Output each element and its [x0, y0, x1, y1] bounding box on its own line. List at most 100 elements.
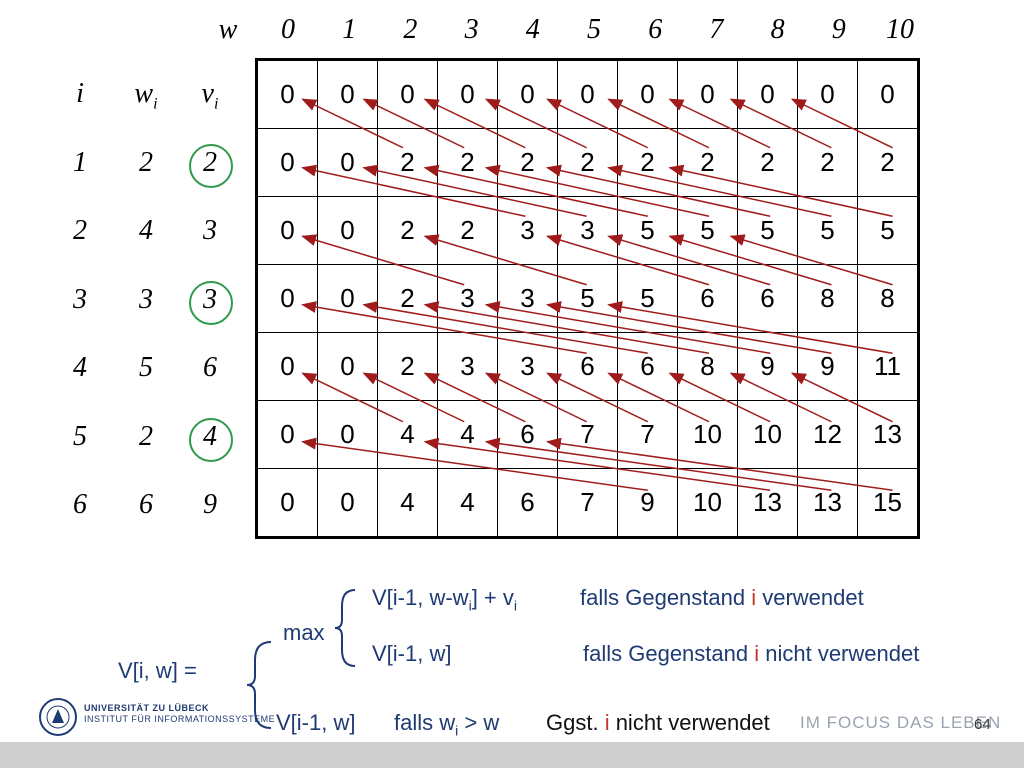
table-cell: 0 — [377, 59, 438, 129]
formula-case2-desc: falls Gegenstand i nicht verwendet — [583, 641, 920, 666]
table-cell: 5 — [557, 264, 618, 333]
table-cell: 6 — [737, 264, 798, 333]
table-cell: 2 — [497, 128, 558, 197]
table-cell: 12 — [797, 400, 858, 469]
table-cell: 0 — [857, 59, 919, 129]
item-v-value: 3 — [203, 215, 217, 246]
table-cell: 0 — [317, 264, 378, 333]
table-cell: 6 — [497, 400, 558, 469]
table-cell: 2 — [377, 264, 438, 333]
table-cell: 2 — [377, 332, 438, 401]
weight-col-header: 10 — [886, 14, 914, 45]
table-cell: 0 — [797, 59, 858, 129]
table-cell: 0 — [256, 59, 318, 129]
item-i-value: 2 — [73, 215, 87, 246]
item-i-value: 6 — [73, 489, 87, 520]
table-cell: 0 — [437, 59, 498, 129]
formula-case2: V[i-1, w] — [372, 641, 452, 666]
table-cell: 4 — [437, 400, 498, 469]
highlight-circle — [189, 417, 233, 462]
item-w-value: 2 — [139, 420, 153, 452]
table-cell: 5 — [617, 264, 678, 333]
table-cell: 0 — [256, 264, 318, 333]
table-cell: 0 — [317, 59, 378, 129]
table-cell: 5 — [677, 196, 738, 265]
table-cell: 0 — [317, 196, 378, 265]
weight-col-header: 0 — [281, 14, 295, 45]
table-cell: 0 — [256, 196, 318, 265]
item-w-value: 6 — [139, 489, 153, 520]
formula-lhs: V[i, w] = — [118, 658, 197, 683]
table-cell: 13 — [737, 468, 798, 538]
weight-col-header: 8 — [770, 14, 785, 45]
w-label: w — [218, 14, 238, 45]
formula-max: max — [283, 620, 325, 645]
table-cell: 0 — [256, 468, 318, 538]
item-i-value: 4 — [73, 352, 87, 383]
vi-header: vi — [201, 78, 219, 113]
table-cell: 2 — [557, 128, 618, 197]
table-cell: 4 — [437, 468, 498, 538]
weight-col-header: 5 — [587, 14, 601, 45]
item-i-value: 3 — [73, 283, 87, 315]
formula-case3-cond: falls wi > w — [394, 710, 500, 739]
item-w-value: 4 — [139, 215, 153, 246]
table-cell: 2 — [377, 128, 438, 197]
table-cell: 6 — [497, 468, 558, 538]
table-cell: 2 — [617, 128, 678, 197]
table-cell: 4 — [377, 468, 438, 538]
item-v-value: 9 — [203, 489, 217, 520]
table-cell: 2 — [677, 128, 738, 197]
footer-bar — [0, 742, 1024, 768]
weight-col-header: 3 — [464, 14, 479, 45]
i-header: i — [76, 78, 84, 109]
table-cell: 8 — [677, 332, 738, 401]
table-cell: 0 — [617, 59, 678, 129]
weight-col-header: 1 — [342, 14, 357, 45]
item-w-value: 3 — [139, 283, 153, 315]
item-i-value: 5 — [73, 420, 87, 452]
table-cell: 3 — [557, 196, 618, 265]
weight-col-header: 7 — [709, 14, 724, 45]
item-i-value: 1 — [73, 146, 87, 178]
table-cell: 7 — [557, 468, 618, 538]
table-cell: 6 — [617, 332, 678, 401]
table-cell: 0 — [317, 332, 378, 401]
table-cell: 5 — [617, 196, 678, 265]
weight-col-header: 4 — [525, 14, 540, 45]
page-number: 64 — [974, 716, 991, 733]
table-cell: 0 — [256, 400, 318, 469]
table-cell: 3 — [497, 332, 558, 401]
table-cell: 0 — [557, 59, 618, 129]
table-cell: 3 — [497, 196, 558, 265]
formula-case3: V[i-1, w] — [276, 710, 356, 735]
table-cell: 0 — [677, 59, 738, 129]
table-cell: 10 — [737, 400, 798, 469]
table-cell: 5 — [857, 196, 919, 265]
table-cell: 2 — [857, 128, 919, 197]
table-cell: 0 — [256, 332, 318, 401]
table-cell: 9 — [617, 468, 678, 538]
table-cell: 10 — [677, 468, 738, 538]
inner-brace-icon — [334, 589, 356, 667]
university-seal-icon — [39, 698, 77, 736]
weight-col-header: 9 — [831, 14, 846, 45]
weight-col-header: 2 — [403, 14, 418, 45]
formula-case1-desc: falls Gegenstand i verwendet — [580, 585, 864, 610]
table-cell: 0 — [497, 59, 558, 129]
table-cell: 2 — [377, 196, 438, 265]
table-cell: 4 — [377, 400, 438, 469]
table-cell: 8 — [797, 264, 858, 333]
item-w-value: 2 — [139, 146, 153, 178]
table-cell: 6 — [677, 264, 738, 333]
table-cell: 3 — [497, 264, 558, 333]
table-cell: 13 — [797, 468, 858, 538]
table-cell: 0 — [737, 59, 798, 129]
table-cell: 9 — [737, 332, 798, 401]
table-cell: 13 — [857, 400, 919, 469]
